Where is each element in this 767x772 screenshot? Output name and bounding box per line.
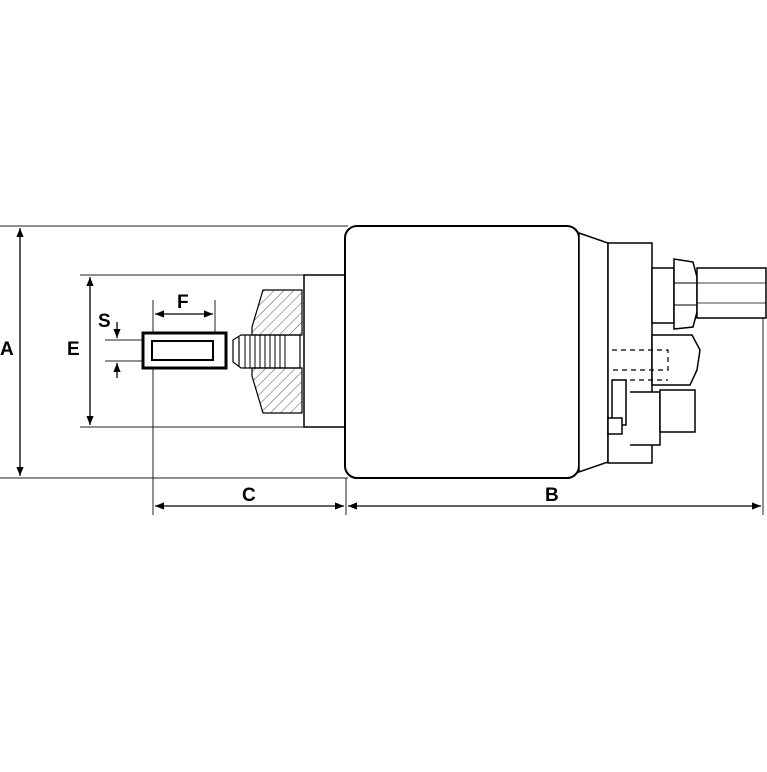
extension-lines: [0, 225, 764, 515]
plunger-eye-outer: [141, 331, 228, 370]
label-f: F: [177, 292, 189, 313]
stud-body: [232, 334, 301, 369]
terminal-washer: [651, 267, 675, 324]
label-b: B: [545, 485, 559, 506]
nut-section-upper: [251, 289, 303, 336]
threaded-stud: [232, 334, 301, 369]
rear-cap-ring: [578, 231, 609, 474]
connector-housing: [630, 391, 661, 446]
dimension-lines: [16, 228, 761, 510]
plunger-eye: [141, 331, 228, 370]
label-e: E: [67, 339, 80, 360]
label-s: S: [98, 311, 111, 332]
terminal-bracket: [651, 334, 701, 386]
terminal-bolt: [696, 267, 767, 319]
nut-section-lower: [251, 367, 303, 414]
connector-clip: [607, 417, 623, 435]
plunger-eye-slot: [151, 340, 214, 361]
front-collar: [303, 274, 347, 428]
label-a: A: [0, 339, 14, 360]
label-c: C: [242, 485, 256, 506]
sectioned-nut: [251, 289, 303, 414]
terminal-hex-nut: [673, 258, 698, 330]
hidden-contact: [612, 349, 669, 371]
terminal-stud: [651, 258, 767, 330]
connector-tab: [659, 389, 696, 433]
solenoid-housing: [344, 225, 580, 479]
lower-terminal: [607, 334, 701, 446]
